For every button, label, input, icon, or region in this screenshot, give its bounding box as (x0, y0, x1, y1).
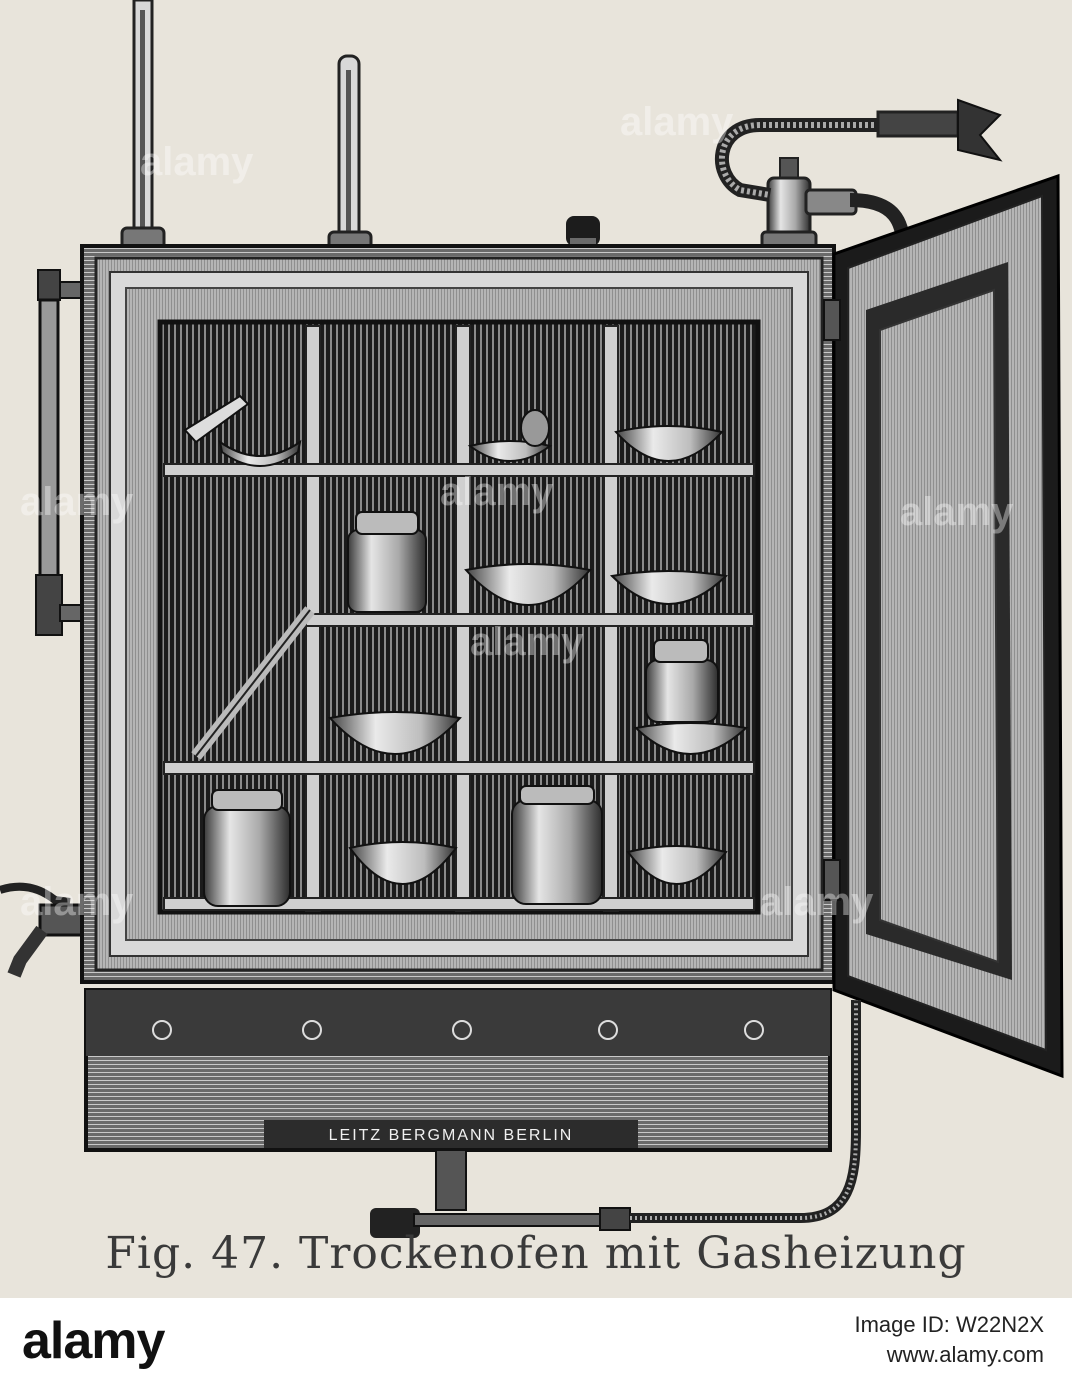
open-door (823, 173, 1064, 1079)
watermark-tile: alamy (140, 140, 254, 184)
gas-regulator (760, 157, 858, 252)
watermark-bar (0, 1298, 1072, 1390)
watermark-tile: alamy (470, 620, 584, 664)
watermark-tile: alamy (440, 470, 554, 514)
maker-plate: LEITZ BERGMANN BERLIN (329, 1127, 574, 1144)
vessels-row-4 (203, 785, 728, 907)
vessels-row-2 (347, 511, 729, 613)
shelves (163, 463, 755, 911)
watermark-tile: alamy (760, 880, 874, 924)
watermark-tile: alamy (900, 490, 1014, 534)
thermometer-left (120, 0, 166, 252)
watermark-url: www.alamy.com (886, 1342, 1044, 1367)
watermark-image-id: Image ID: W22N2X (854, 1312, 1044, 1337)
drying-oven-engraving: LEITZ BERGMANN BERLIN (0, 0, 1064, 1238)
figure-caption: Fig. 47. Trockenofen mit Gasheizung (105, 1228, 967, 1279)
watermark-tile: alamy (20, 480, 134, 524)
illustration-plate: LEITZ BERGMANN BERLIN alamy alamy alamy … (0, 0, 1072, 1298)
vessels-row-3 (328, 639, 749, 755)
gas-tap-top (876, 98, 1003, 162)
watermark-tile: alamy (620, 100, 734, 144)
thermometer-center (327, 54, 373, 252)
watermark-meta: Image ID: W22N2X www.alamy.com (854, 1310, 1044, 1370)
vessels-row-1 (183, 394, 724, 467)
watermark-tile: alamy (20, 880, 134, 924)
burner-base: LEITZ BERGMANN BERLIN (84, 988, 832, 1152)
watermark-logo: alamy (22, 1312, 165, 1370)
gas-burner (370, 1149, 631, 1238)
